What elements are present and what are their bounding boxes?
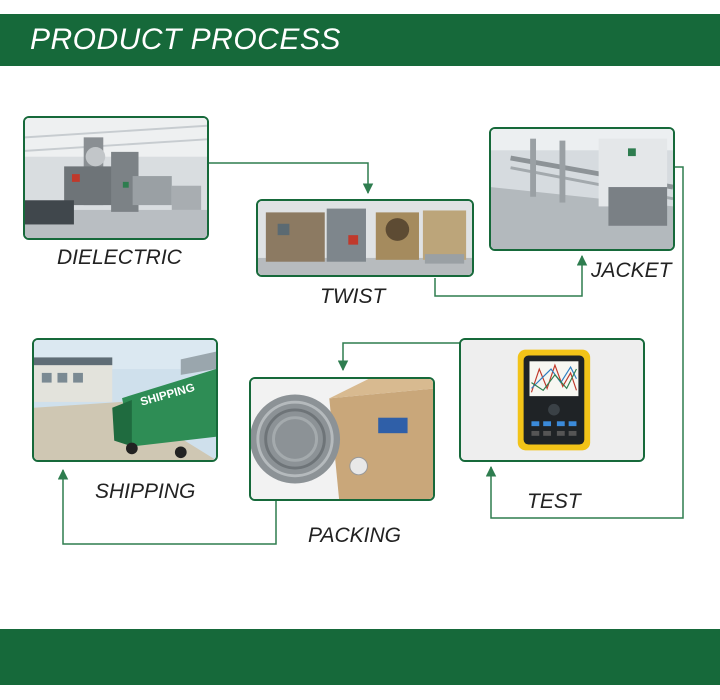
step-label-dielectric: DIELECTRIC	[57, 246, 182, 269]
jacketing-line-photo	[489, 127, 675, 251]
connector-packing-to-shipping	[57, 468, 277, 545]
twisting-machine-photo	[256, 199, 474, 277]
step-label-shipping: SHIPPING	[95, 480, 196, 503]
extrusion-line-photo	[23, 116, 209, 240]
page-title: PRODUCT PROCESS	[30, 23, 341, 56]
connector-dielectric-to-twist	[208, 162, 374, 195]
cable-reel-box-photo	[249, 377, 435, 501]
connector-jacket-to-test	[485, 166, 684, 519]
step-label-test: TEST	[527, 490, 581, 513]
footer-band	[0, 629, 720, 685]
step-label-twist: TWIST	[320, 285, 386, 308]
step-label-jacket: JACKET	[591, 259, 672, 282]
connector-test-to-packing	[337, 342, 460, 372]
cable-analyzer-photo	[459, 338, 645, 462]
container-truck-photo: SHIPPING	[32, 338, 218, 462]
step-label-packing: PACKING	[308, 524, 401, 547]
connector-twist-to-jacket	[434, 254, 588, 297]
header-band	[0, 14, 720, 66]
